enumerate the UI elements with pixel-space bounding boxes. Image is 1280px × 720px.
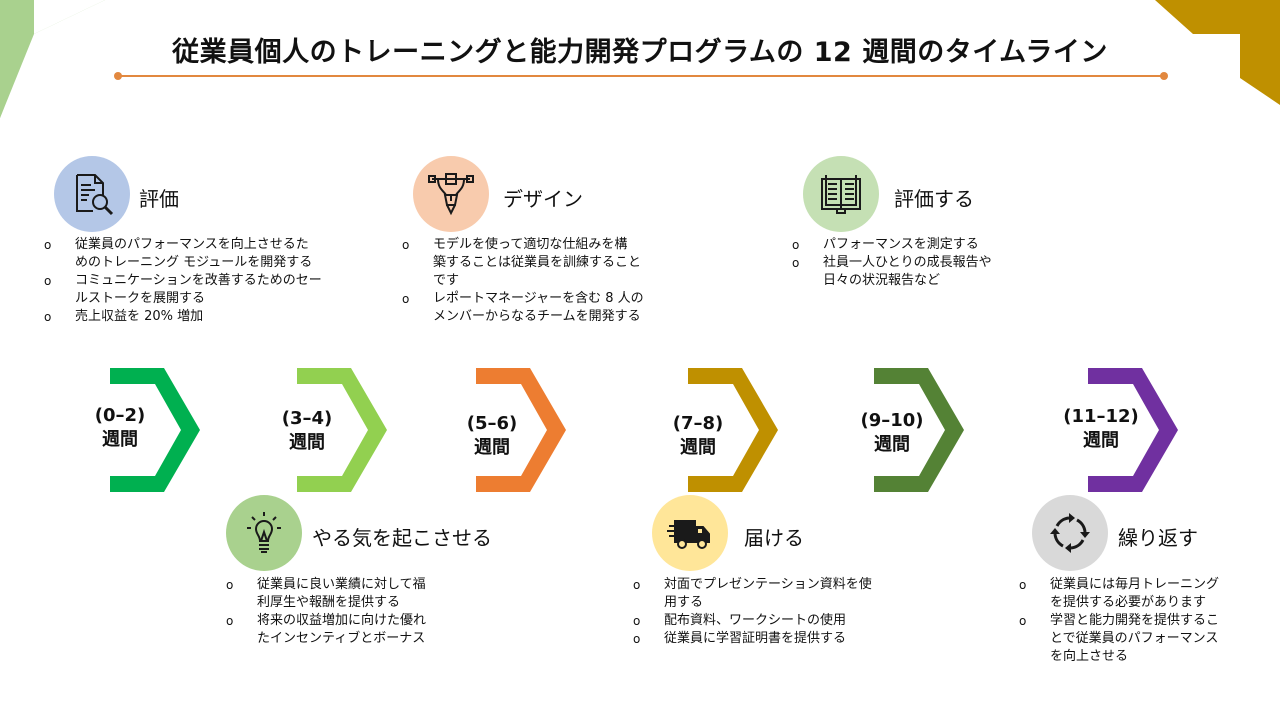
open-book-icon xyxy=(821,175,861,214)
step-assess-title: 評価 xyxy=(139,187,179,211)
page-title: 従業員個人のトレーニングと能力開発プログラムの 12 週間のタイムライン xyxy=(172,37,1108,68)
step-design-bullets: モデルを使って適切な仕組みを構 築することは従業員を訓練すること です レポート… xyxy=(402,236,672,326)
step-assess-bullets: 従業員のパフォーマンスを向上させるた めのトレーニング モジュールを開発する コ… xyxy=(44,236,344,326)
step-motivate-title: やる気を起こさせる xyxy=(312,526,492,550)
step-repeat-icon-circle xyxy=(1032,495,1108,571)
pen-tool-icon xyxy=(428,173,474,216)
week-label-7-8: (7–8)週間 xyxy=(672,413,724,458)
step-deliver-icon-circle xyxy=(652,495,728,571)
list-item: 従業員には毎月トレーニング を提供する必要があります xyxy=(1019,576,1269,612)
cycle-arrows-icon xyxy=(1050,513,1090,553)
list-item: コミュニケーションを改善するためのセー ルストークを展開する xyxy=(44,272,344,308)
week-label-11-12: (11–12)週間 xyxy=(1063,406,1139,451)
title-rule xyxy=(118,75,1164,77)
chevron-week-9-10 xyxy=(874,368,964,492)
step-motivate-bullets: 従業員に良い業績に対して福 利厚生や報酬を提供する 将来の収益増加に向けた優れ … xyxy=(226,576,466,648)
step-repeat-bullets: 従業員には毎月トレーニング を提供する必要があります 学習と能力開発を提供するこ… xyxy=(1019,576,1269,666)
list-item: 学習と能力開発を提供するこ とで従業員のパフォーマンス を向上させる xyxy=(1019,612,1269,666)
step-assess-icon-circle xyxy=(54,156,130,232)
step-motivate-icon-circle xyxy=(226,495,302,571)
week-label-9-10: (9–10)週間 xyxy=(860,410,924,455)
list-item: 従業員に学習証明書を提供する xyxy=(633,630,903,648)
list-item: レポートマネージャーを含む 8 人の メンバーからなるチームを開発する xyxy=(402,290,672,326)
corner-decoration-left xyxy=(0,0,105,118)
list-item: モデルを使って適切な仕組みを構 築することは従業員を訓練すること です xyxy=(402,236,672,290)
step-repeat-title: 繰り返す xyxy=(1118,526,1198,550)
step-evaluate-title: 評価する xyxy=(894,187,974,211)
step-evaluate-icon-circle xyxy=(803,156,879,232)
list-item: 従業員のパフォーマンスを向上させるた めのトレーニング モジュールを開発する xyxy=(44,236,344,272)
list-item: 従業員に良い業績に対して福 利厚生や報酬を提供する xyxy=(226,576,466,612)
lightbulb-icon xyxy=(247,512,281,553)
rule-dot-right xyxy=(1160,72,1168,80)
list-item: 配布資料、ワークシートの使用 xyxy=(633,612,903,630)
list-item: 対面でプレゼンテーション資料を使 用する xyxy=(633,576,903,612)
list-item: 社員一人ひとりの成長報告や 日々の状況報告など xyxy=(792,254,1042,290)
step-design-icon-circle xyxy=(413,156,489,232)
document-search-icon xyxy=(76,174,114,216)
step-design-title: デザイン xyxy=(503,187,583,211)
chevron-week-0-2 xyxy=(110,368,200,492)
list-item: パフォーマンスを測定する xyxy=(792,236,1042,254)
list-item: 売上収益を 20% 増加 xyxy=(44,308,344,326)
list-item: 将来の収益増加に向けた優れ たインセンティブとボーナス xyxy=(226,612,466,648)
step-evaluate-bullets: パフォーマンスを測定する 社員一人ひとりの成長報告や 日々の状況報告など xyxy=(792,236,1042,290)
corner-decoration-right xyxy=(1155,0,1280,105)
step-deliver-title: 届ける xyxy=(744,526,804,550)
chevron-week-11-12 xyxy=(1088,368,1178,492)
week-label-0-2: (0–2)週間 xyxy=(94,405,146,450)
delivery-truck-icon xyxy=(667,520,710,549)
chevron-week-5-6 xyxy=(476,368,566,492)
week-label-3-4: (3–4)週間 xyxy=(281,408,333,453)
step-deliver-bullets: 対面でプレゼンテーション資料を使 用する 配布資料、ワークシートの使用 従業員に… xyxy=(633,576,903,648)
week-label-5-6: (5–6)週間 xyxy=(466,413,518,458)
chevron-week-7-8 xyxy=(688,368,778,492)
chevron-week-3-4 xyxy=(297,368,387,492)
